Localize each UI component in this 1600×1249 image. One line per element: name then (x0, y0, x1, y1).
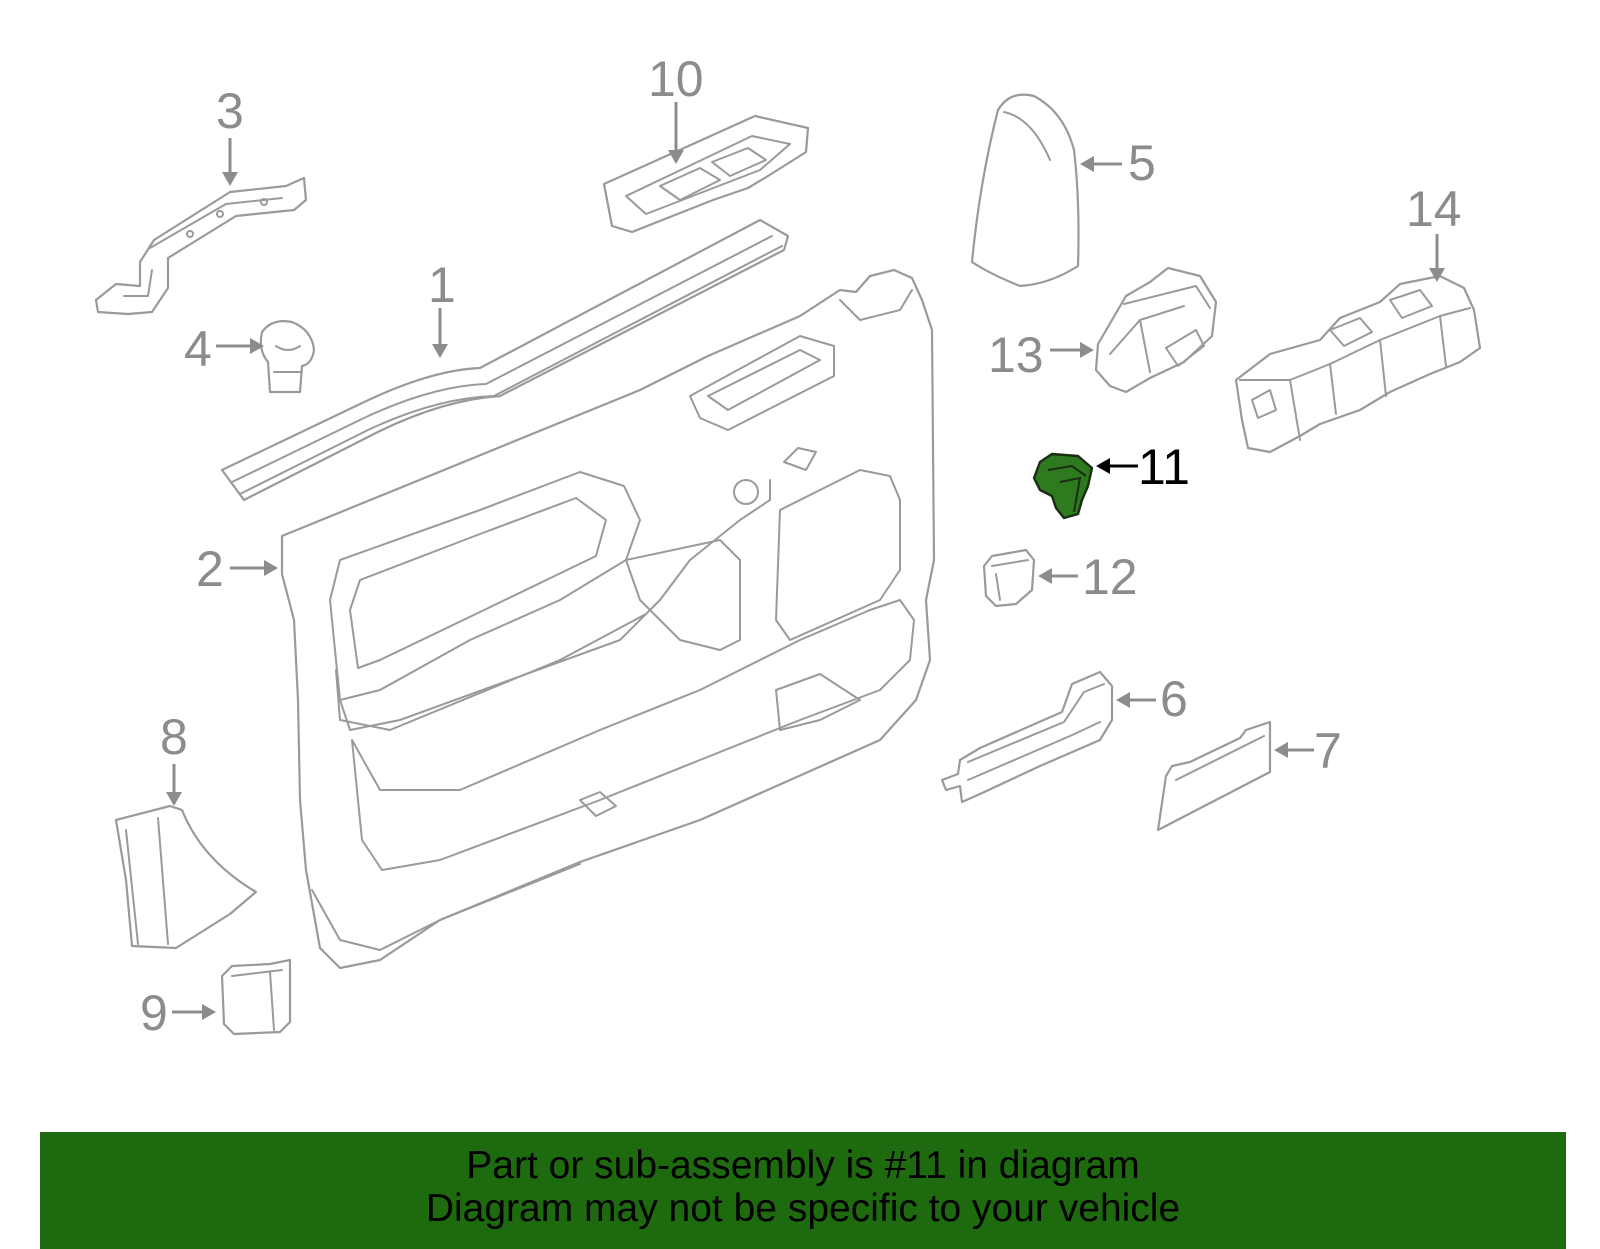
callout-8[interactable]: 8 (160, 709, 188, 806)
callout-13[interactable]: 13 (988, 327, 1094, 383)
part-9-trim-piece[interactable] (220, 958, 292, 1036)
svg-text:14: 14 (1406, 181, 1462, 237)
part-2-door-trim-panel[interactable] (280, 268, 936, 970)
part-1-weatherstrip[interactable] (220, 218, 790, 502)
part-14-master-switch[interactable] (1234, 274, 1482, 454)
part-6-pull-handle[interactable] (940, 670, 1114, 804)
part-7-cover-plate[interactable] (1156, 720, 1272, 832)
svg-text:4: 4 (184, 321, 212, 377)
svg-text:7: 7 (1314, 723, 1342, 779)
part-4-clip[interactable] (259, 320, 316, 394)
info-banner: Part or sub-assembly is #11 in diagram D… (40, 1132, 1566, 1249)
part-3-bracket[interactable] (94, 176, 308, 316)
callout-2[interactable]: 2 (196, 541, 278, 597)
callout-4[interactable]: 4 (184, 321, 264, 377)
part-11-highlighted[interactable] (1032, 452, 1094, 520)
callout-3[interactable]: 3 (216, 83, 244, 186)
banner-line-disclaimer: Diagram may not be specific to your vehi… (425, 1187, 1181, 1230)
svg-text:3: 3 (216, 83, 244, 139)
part-12-plug[interactable] (982, 548, 1036, 608)
part-13-switch[interactable] (1094, 266, 1218, 394)
callout-9[interactable]: 9 (140, 985, 216, 1041)
svg-text:13: 13 (988, 327, 1044, 383)
part-8-kick-panel[interactable] (114, 804, 258, 950)
svg-text:6: 6 (1160, 671, 1188, 727)
svg-text:2: 2 (196, 541, 224, 597)
svg-text:8: 8 (160, 709, 188, 765)
callout-5[interactable]: 5 (1080, 135, 1156, 191)
banner-line-part-number: Part or sub-assembly is #11 in diagram (466, 1144, 1140, 1187)
svg-text:9: 9 (140, 985, 168, 1041)
callout-14[interactable]: 14 (1406, 181, 1462, 282)
svg-text:5: 5 (1128, 135, 1156, 191)
svg-text:10: 10 (648, 51, 704, 107)
svg-text:1: 1 (428, 257, 456, 313)
callout-11-selected[interactable]: 11 (1096, 439, 1190, 495)
callout-12[interactable]: 12 (1038, 549, 1138, 605)
svg-text:11: 11 (1138, 439, 1190, 495)
callout-7[interactable]: 7 (1274, 723, 1342, 779)
part-5-cover[interactable] (970, 93, 1080, 288)
svg-text:12: 12 (1082, 549, 1138, 605)
part-10-switch-bezel[interactable] (602, 114, 810, 234)
callout-1[interactable]: 1 (428, 257, 456, 358)
callout-6[interactable]: 6 (1116, 671, 1188, 727)
callout-10[interactable]: 10 (648, 51, 704, 164)
